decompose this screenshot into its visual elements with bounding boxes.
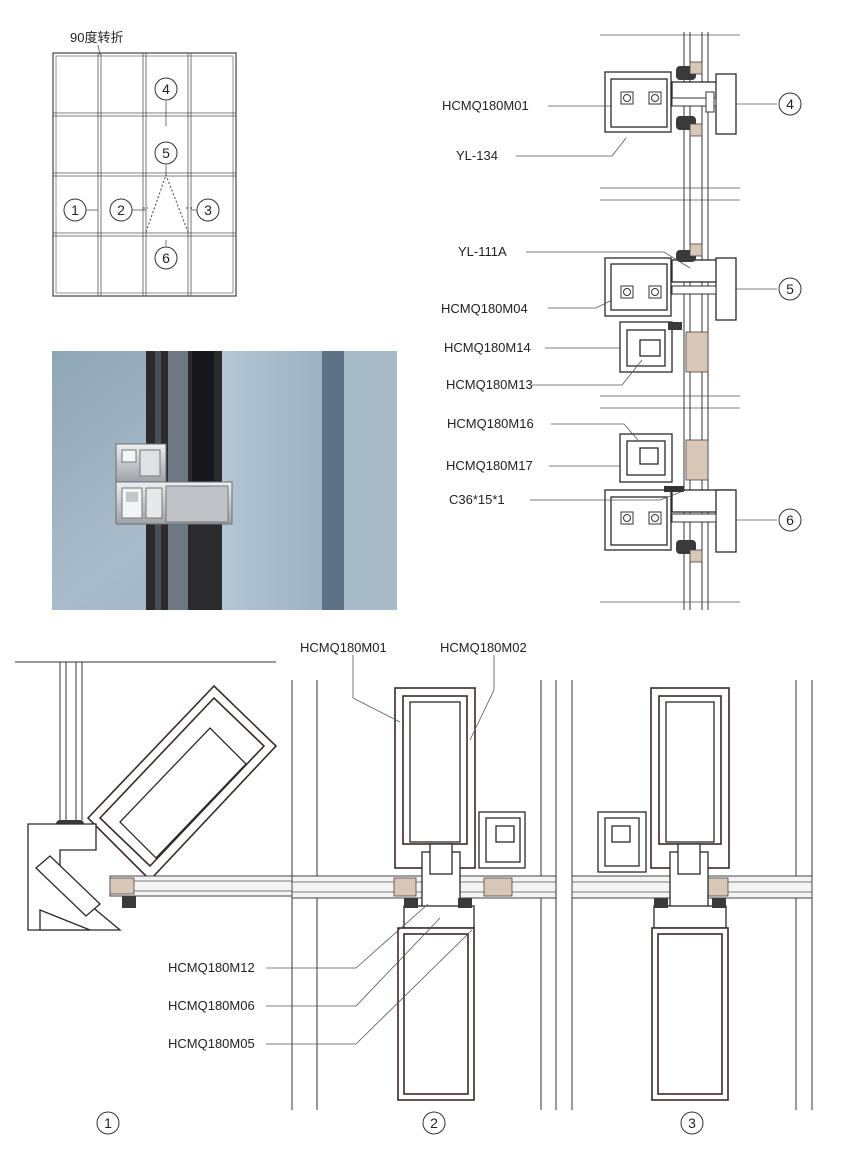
- svg-text:3: 3: [688, 1115, 696, 1131]
- silver-profile: [115, 443, 233, 525]
- section-5-transom: [604, 243, 737, 373]
- fold-note: 90度转折: [70, 30, 123, 45]
- svg-text:4: 4: [162, 81, 170, 97]
- part-label: HCMQ180M05: [168, 1036, 255, 1051]
- part-label: HCMQ180M12: [168, 960, 255, 975]
- elevation-marker-1: 1: [63, 198, 87, 222]
- plan-marker-2: 2: [422, 1111, 446, 1135]
- part-label: HCMQ180M02: [440, 640, 527, 655]
- elevation-marker-4: 4: [154, 77, 178, 101]
- part-label: HCMQ180M04: [441, 301, 528, 316]
- svg-text:5: 5: [786, 281, 794, 297]
- wall-panel: [222, 351, 322, 610]
- section-marker-4: 4: [778, 92, 802, 116]
- svg-text:5: 5: [162, 145, 170, 161]
- plan-details: HCMQ180M01 HCMQ180M02 HCMQ180M12 HCMQ180…: [15, 640, 813, 1135]
- svg-text:2: 2: [430, 1115, 438, 1131]
- svg-text:1: 1: [71, 202, 79, 218]
- svg-text:6: 6: [786, 512, 794, 528]
- part-label: C36*15*1: [449, 492, 505, 507]
- part-label: YL-111A: [458, 244, 507, 259]
- part-label: HCMQ180M01: [442, 98, 529, 113]
- section-6-transom: [604, 433, 737, 563]
- section-details: HCMQ180M01 YL-134 YL-111A HCMQ180M04 HCM…: [441, 32, 802, 610]
- svg-text:1: 1: [104, 1115, 112, 1131]
- section-4-transom: [604, 61, 737, 137]
- plan-1-corner: [15, 661, 297, 931]
- part-label: HCMQ180M16: [447, 416, 534, 431]
- part-label: HCMQ180M06: [168, 998, 255, 1013]
- elevation-marker-6: 6: [154, 246, 178, 270]
- part-label: HCMQ180M13: [446, 377, 533, 392]
- part-label: HCMQ180M01: [300, 640, 387, 655]
- plan-3-mullion: [555, 680, 813, 1110]
- elevation-view: 90度转折 4 5 1: [52, 30, 237, 297]
- svg-text:3: 3: [204, 202, 212, 218]
- elevation-marker-3: 3: [196, 198, 220, 222]
- plan-marker-1: 1: [96, 1111, 120, 1135]
- profile-photo: [52, 351, 397, 610]
- section-marker-6: 6: [778, 508, 802, 532]
- plan-marker-3: 3: [680, 1111, 704, 1135]
- section-marker-5: 5: [778, 277, 802, 301]
- svg-text:6: 6: [162, 250, 170, 266]
- svg-text:4: 4: [786, 96, 794, 112]
- svg-text:2: 2: [117, 202, 125, 218]
- plan-2-mullion: [291, 680, 557, 1110]
- elevation-marker-2: 2: [109, 198, 133, 222]
- part-label: HCMQ180M17: [446, 458, 533, 473]
- part-label: YL-134: [456, 148, 498, 163]
- elevation-marker-5: 5: [154, 141, 178, 165]
- part-label: HCMQ180M14: [444, 340, 531, 355]
